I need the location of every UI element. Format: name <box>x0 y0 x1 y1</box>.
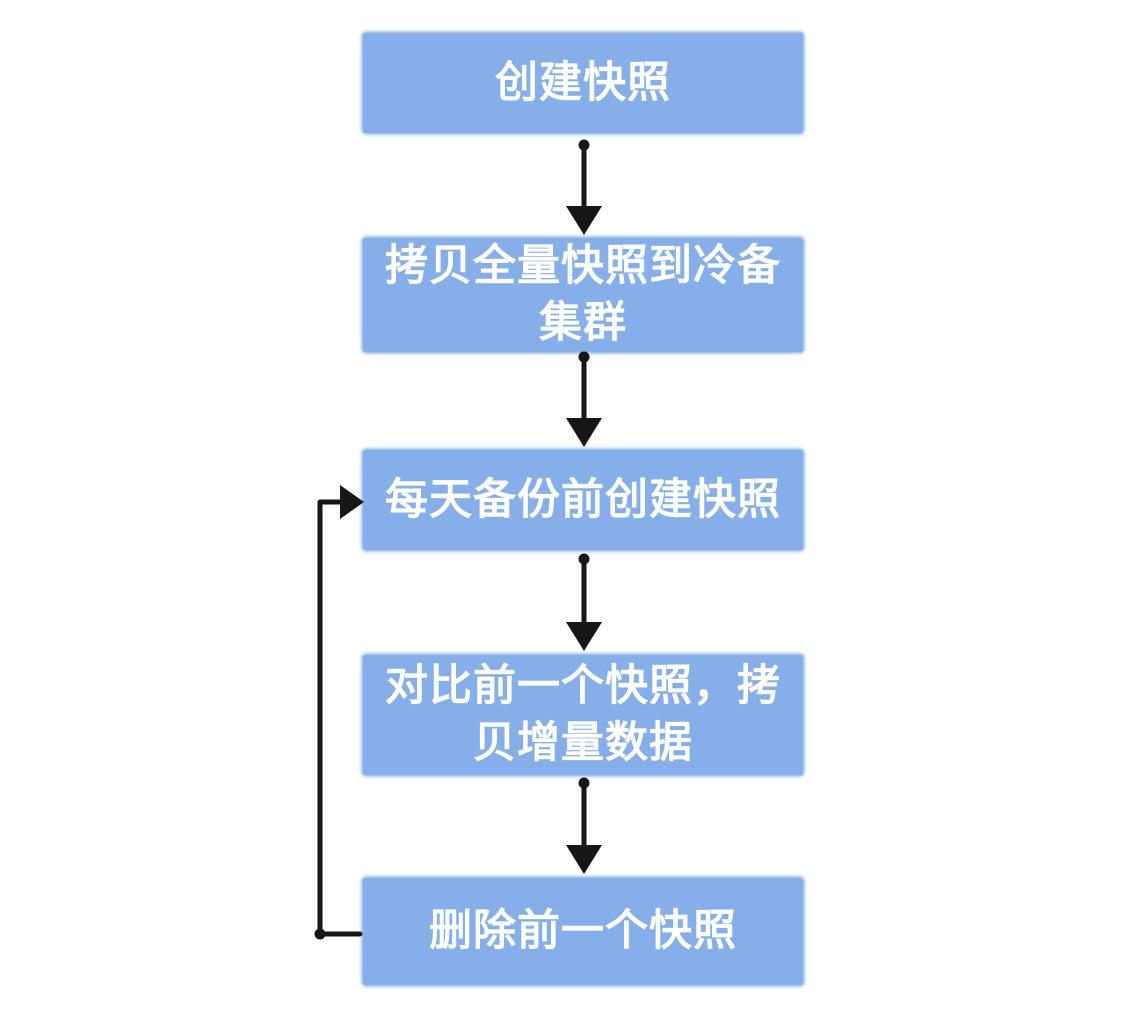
flow-node-label: 创建快照 <box>495 57 671 108</box>
arrow-down-icon <box>566 553 602 651</box>
flow-node-label: 对比前一个快照，拷贝增量数据 <box>385 661 781 768</box>
flow-node-label: 拷贝全量快照到冷备集群 <box>385 241 781 348</box>
flow-node-label: 删除前一个快照 <box>429 906 737 957</box>
flow-node-compare-copy-incremental: 对比前一个快照，拷贝增量数据 <box>363 655 803 775</box>
flow-node-label: 每天备份前创建快照 <box>385 474 781 525</box>
arrow-down-icon <box>566 351 602 447</box>
flow-node-daily-pre-backup-snapshot: 每天备份前创建快照 <box>363 450 803 550</box>
flow-node-copy-full-snapshot-to-cold: 拷贝全量快照到冷备集群 <box>363 238 803 352</box>
arrow-down-icon <box>566 777 602 874</box>
flow-node-delete-previous-snapshot: 删除前一个快照 <box>363 878 803 985</box>
loop-back-arrow-icon <box>314 485 364 940</box>
flow-node-create-snapshot: 创建快照 <box>363 33 803 133</box>
arrow-down-icon <box>566 139 602 235</box>
